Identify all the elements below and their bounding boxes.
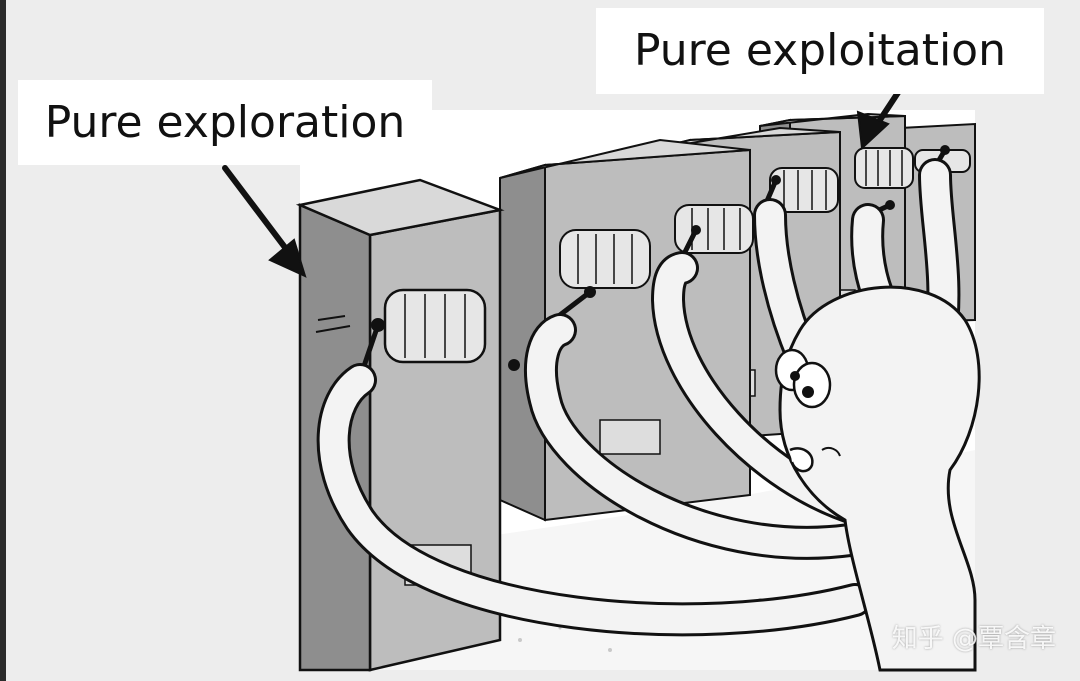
arrow-exploration-head — [268, 238, 307, 278]
pointer-arrows — [222, 79, 908, 278]
octopus — [774, 285, 981, 672]
pure-exploration-label: Pure exploration — [18, 80, 432, 165]
left-edge-shadow — [0, 0, 6, 681]
pure-exploitation-label: Pure exploitation — [596, 8, 1044, 94]
pure-exploration-text: Pure exploration — [44, 96, 406, 148]
arrow-exploration — [222, 165, 299, 265]
watermark: 知乎 @覃含章 — [891, 624, 1056, 654]
lever-knobs — [371, 145, 950, 332]
arrow-exploitation-head — [856, 110, 890, 151]
pure-exploitation-text: Pure exploitation — [634, 25, 1006, 76]
